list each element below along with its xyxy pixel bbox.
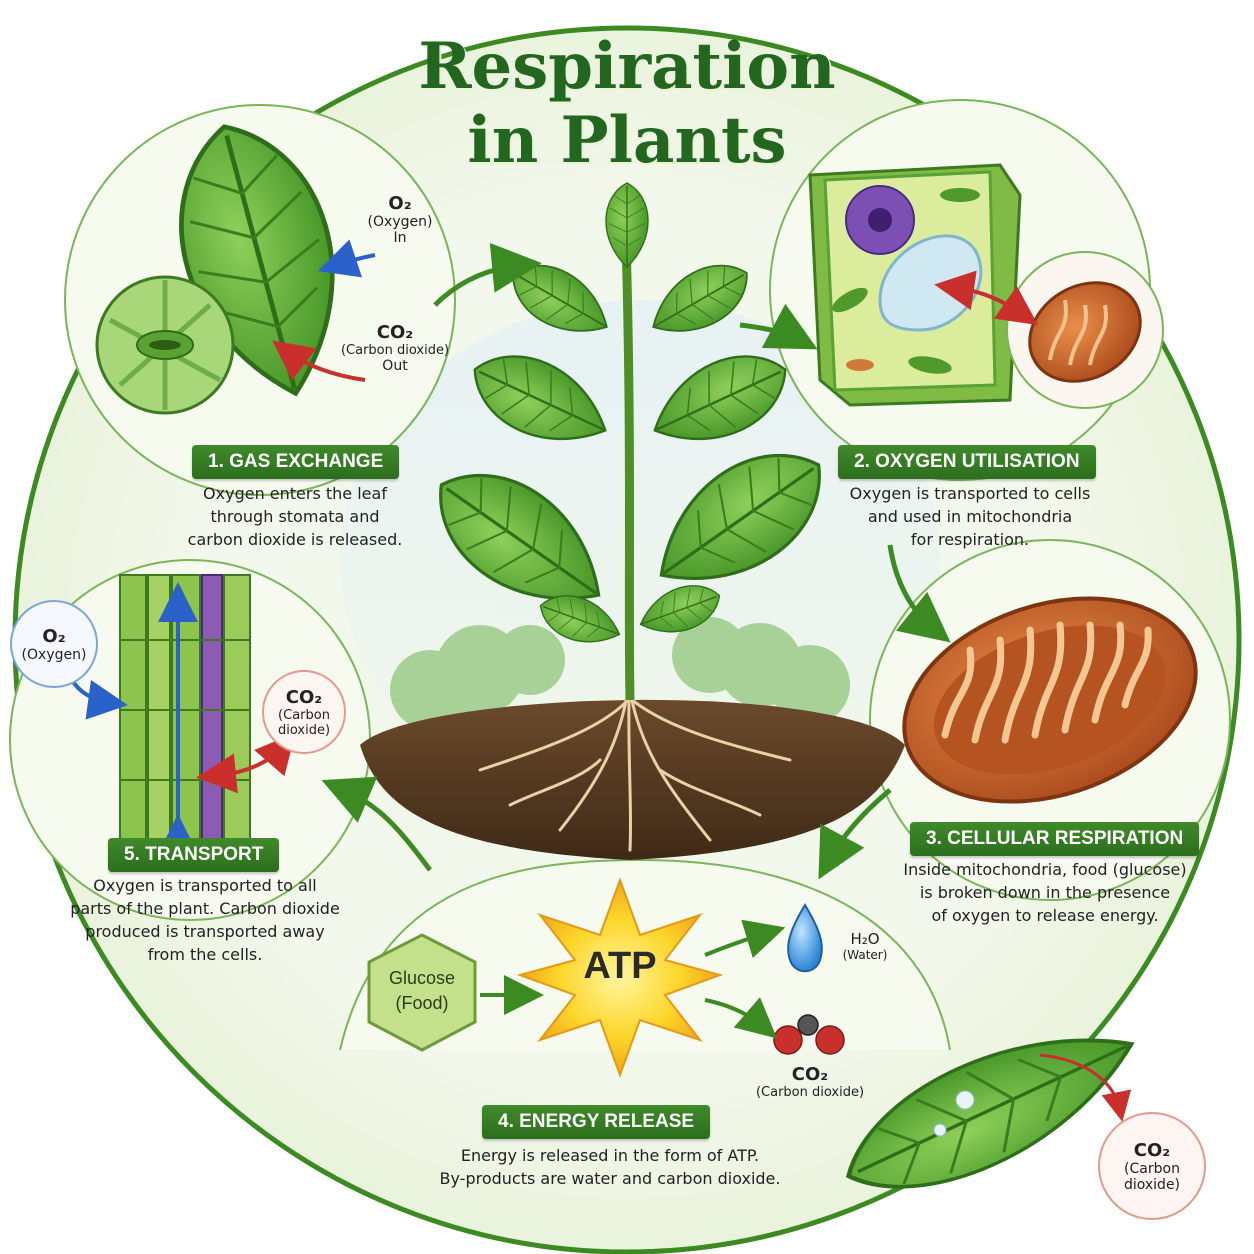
step-label-energy-release: 4. ENERGY RELEASE: [482, 1105, 711, 1139]
co2-out-arrow: [272, 340, 366, 382]
cycle-arrow-4: [818, 788, 892, 880]
transport-co2-bubble: CO₂ (Carbon dioxide): [262, 670, 346, 754]
plant-stem: [621, 239, 635, 701]
atp-label: ATP: [583, 945, 657, 987]
water-label: H₂O (Water): [842, 930, 888, 962]
glucose-hexagon-icon: [367, 933, 477, 1052]
mitochondria-icon: [1028, 281, 1142, 383]
step-label-oxygen-utilisation: 2. OXYGEN UTILISATION: [838, 445, 1096, 479]
step-label-cellular-respiration: 3. CELLULAR RESPIRATION: [910, 822, 1200, 856]
bushes: [390, 617, 850, 730]
plant-cell-icon: [808, 163, 1022, 407]
roots: [478, 688, 792, 852]
step-desc-cellular-respiration: Inside mitochondria, food (glucose) is b…: [903, 860, 1187, 925]
co2-out-label: CO₂ (Carbon dioxide) Out: [340, 322, 450, 374]
leaf-co2-bubble: CO₂ (Carbon dioxide): [1098, 1112, 1206, 1220]
cycle-arrow-2: [739, 303, 818, 350]
cycle-arrow-5: [321, 776, 432, 872]
cycle-arrow-1: [433, 242, 542, 307]
water-drop-icon: [787, 903, 823, 973]
stomata-icon: [95, 275, 235, 415]
transport-co2-arrow: [196, 732, 296, 794]
step-label-gas-exchange: 1. GAS EXCHANGE: [192, 445, 400, 479]
page-title: Respiration in Plants: [418, 29, 836, 178]
step-desc-oxygen-utilisation: Oxygen is transported to cells and used …: [849, 484, 1091, 549]
cell-mitochondria-arrow: [934, 270, 1039, 326]
transport-o2-bubble: O₂ (Oxygen): [10, 600, 98, 688]
glucose-label: Glucose (Food): [388, 968, 456, 1013]
step-desc-gas-exchange: Oxygen enters the leaf through stomata a…: [187, 484, 403, 549]
xylem-phloem-icon: [119, 574, 251, 841]
o2-in-arrow: [317, 239, 376, 278]
o2-in-label: O₂ (Oxygen) In: [367, 193, 433, 246]
mitochondria-icon: [902, 596, 1198, 804]
step-desc-energy-release: Energy is released in the form of ATP. B…: [439, 1146, 781, 1188]
cycle-arrow-3: [887, 544, 951, 643]
energy-co2-label: CO₂ (Carbon dioxide): [755, 1064, 865, 1100]
atp-to-co2-arrow: [704, 997, 778, 1039]
leaf-icon: [827, 998, 1153, 1222]
co2-molecule-icon: [773, 1014, 845, 1055]
step-label-transport: 5. TRANSPORT: [108, 838, 280, 872]
atp-to-water-arrow: [704, 919, 786, 959]
soil-mound: [360, 699, 905, 860]
step-desc-transport: Oxygen is transported to all parts of th…: [70, 876, 340, 964]
leaf-co2-arrow: [1039, 1053, 1132, 1122]
atp-burst-icon: [516, 877, 724, 1078]
